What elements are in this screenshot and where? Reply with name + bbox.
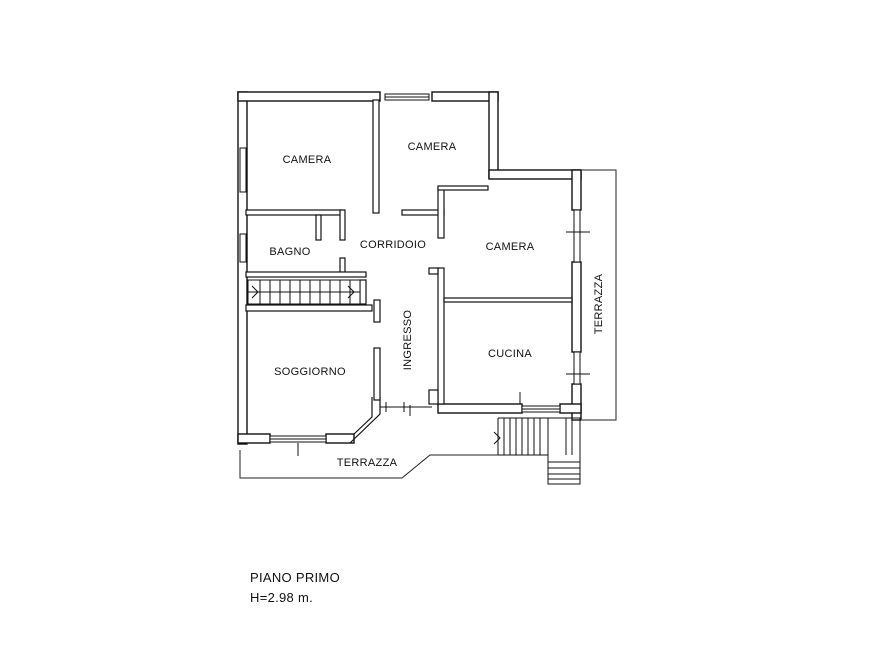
window-right-cucina <box>573 351 581 385</box>
wall-right-wing-c <box>571 383 582 421</box>
door-ticks <box>297 231 590 456</box>
label-soggiorno: SOGGIORNO <box>274 366 346 378</box>
wall-int-v7 <box>437 187 445 239</box>
wall-right-wing-b <box>571 261 582 353</box>
wall-bottom-right-a <box>437 403 523 414</box>
wall-left <box>237 91 248 445</box>
windows <box>239 93 581 443</box>
window-right-camera <box>573 209 581 263</box>
floor-caption: PIANO PRIMO <box>250 570 340 585</box>
outer-walls <box>237 91 582 445</box>
wall-int-v1 <box>372 99 380 214</box>
wall-int-h1 <box>245 209 343 216</box>
wall-bottom-right-b <box>559 403 582 414</box>
label-camera-top-left: CAMERA <box>283 154 332 166</box>
window-left-camera <box>239 147 247 193</box>
wall-int-s1 <box>428 267 439 275</box>
wall-int-v3 <box>315 214 322 241</box>
wall-int-h4 <box>245 304 373 312</box>
label-terrazza-bottom: TERRAZZA <box>337 457 398 469</box>
wall-int-v8 <box>437 267 445 405</box>
window-left-bagno <box>239 233 247 263</box>
wall-int-s3 <box>359 279 367 305</box>
terrace-right-outline <box>582 169 617 421</box>
label-cucina: CUCINA <box>488 348 532 360</box>
wall-int-h6 <box>443 297 573 303</box>
wall-int-v5 <box>373 347 381 401</box>
wall-step <box>488 169 582 180</box>
bay-window <box>349 397 381 444</box>
label-bagno: BAGNO <box>269 246 310 258</box>
label-terrazza-right: TERRAZZA <box>593 273 605 334</box>
wall-top-left <box>237 91 381 102</box>
wall-bottom-left-b <box>325 433 355 444</box>
label-corridoio: CORRIDOIO <box>360 239 426 251</box>
wall-int-h3 <box>245 271 367 278</box>
wall-bottom-left-a <box>237 433 271 444</box>
label-camera-right: CAMERA <box>486 241 535 253</box>
exterior-stairs <box>493 417 581 485</box>
label-ingresso: INGRESSO <box>402 310 414 371</box>
wall-int-v2 <box>339 209 346 241</box>
ceiling-height-caption: H=2.98 m. <box>250 590 314 605</box>
wall-int-h5 <box>437 185 489 191</box>
terrace-bottom-outline <box>239 450 500 479</box>
interior-walls <box>245 99 573 405</box>
label-camera-top-center: CAMERA <box>408 141 457 153</box>
wall-right-wing-a <box>571 169 582 211</box>
wall-top-right <box>431 91 499 102</box>
interior-stairs <box>247 279 361 305</box>
wall-right-upper <box>488 91 499 179</box>
wall-int-v6 <box>373 299 381 323</box>
terrace-outlines <box>239 169 617 479</box>
wall-int-s2 <box>428 389 439 405</box>
